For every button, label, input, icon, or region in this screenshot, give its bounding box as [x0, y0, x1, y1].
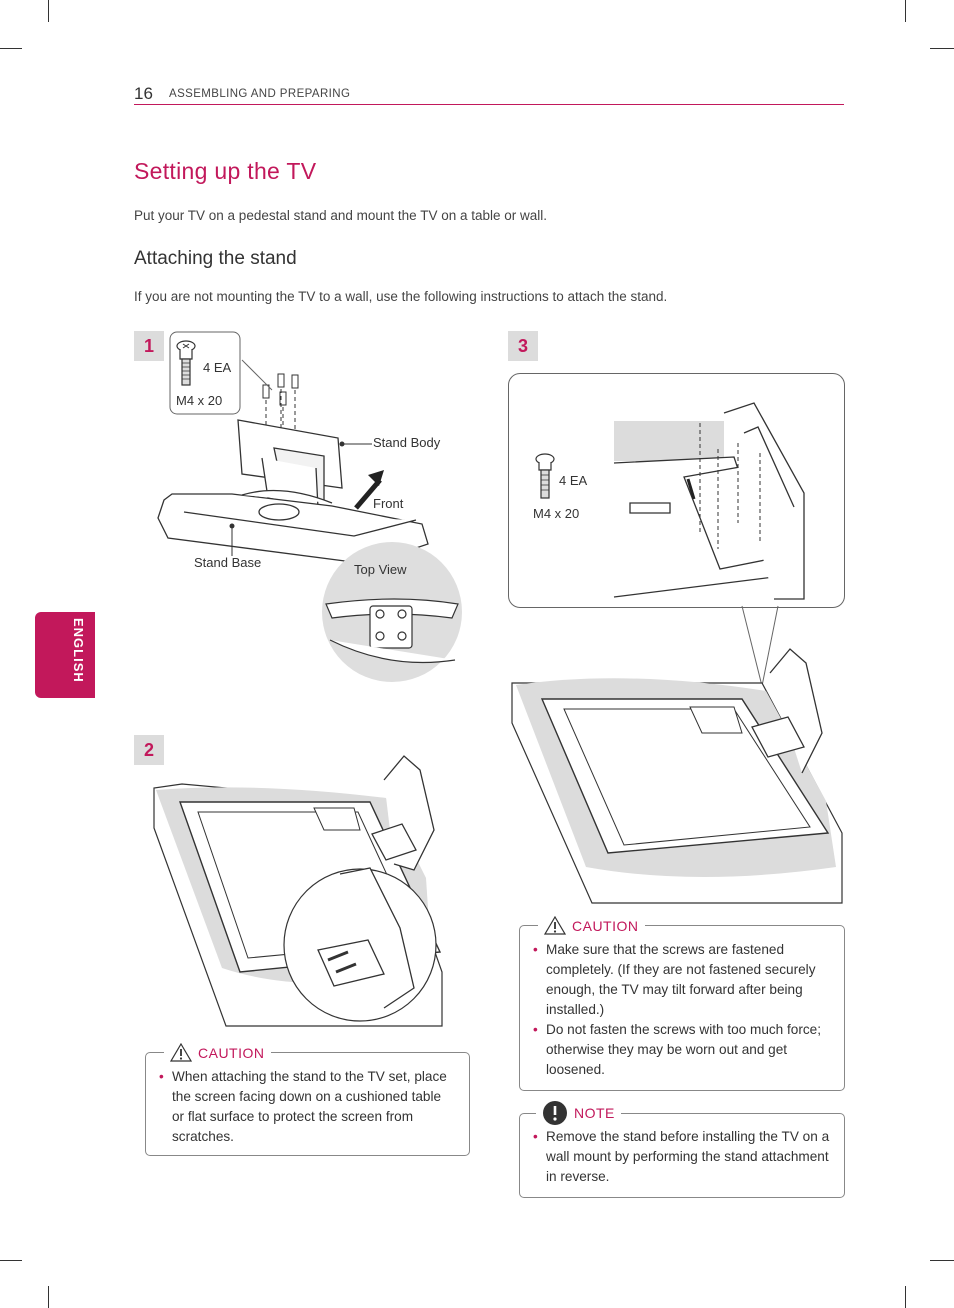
page-number: 16 — [134, 84, 153, 103]
crop-mark — [0, 48, 22, 49]
top-view-detail — [325, 598, 459, 664]
label-front: Front — [373, 496, 404, 511]
label-stand-base: Stand Base — [194, 555, 262, 570]
step-1-screw-size: M4 x 20 — [176, 393, 223, 408]
label-stand-body: Stand Body — [373, 435, 441, 450]
page-title: Setting up the TV — [134, 158, 317, 184]
step-2-number: 2 — [134, 735, 164, 765]
screw-icon — [535, 453, 555, 499]
step-3-screw-size: M4 x 20 — [533, 506, 580, 521]
front-arrow-head — [368, 470, 384, 486]
step-1-screw-qty: 4 EA — [203, 360, 232, 375]
crop-mark — [905, 1286, 906, 1308]
caution-box-left: CAUTION When attaching the stand to the … — [145, 1043, 470, 1156]
caution-right-item: Make sure that the screws are fastened c… — [520, 940, 830, 1020]
crop-mark — [0, 1260, 22, 1261]
step-3-screw-qty: 4 EA — [559, 473, 588, 488]
exclamation-icon — [543, 1101, 567, 1125]
stand-body-drawing — [237, 419, 343, 509]
caution-box-right: CAUTION Make sure that the screws are fa… — [519, 916, 845, 1091]
screw-icon — [176, 340, 196, 386]
intro-text: Put your TV on a pedestal stand and moun… — [134, 208, 548, 223]
caution-title-left: CAUTION — [164, 1043, 271, 1062]
note-label: NOTE — [574, 1105, 615, 1121]
language-tab — [35, 612, 95, 698]
caution-right-item: Do not fasten the screws with too much f… — [520, 1020, 830, 1080]
note-box: NOTE Remove the stand before installing … — [519, 1100, 845, 1198]
header-rule — [134, 104, 844, 105]
caution-left-item: When attaching the stand to the TV set, … — [146, 1067, 455, 1147]
step-3-illustration — [511, 402, 843, 904]
caution-title-right: CAUTION — [538, 916, 645, 935]
note-item: Remove the stand before installing the T… — [520, 1127, 830, 1187]
front-arrow — [354, 478, 382, 510]
warning-icon — [170, 1043, 192, 1062]
note-title: NOTE — [536, 1100, 621, 1126]
crop-mark — [905, 0, 906, 22]
step-3-number: 3 — [508, 331, 538, 361]
warning-icon — [544, 916, 566, 935]
stand-base-drawing — [157, 489, 429, 565]
crop-mark — [930, 48, 954, 49]
instruction-text: If you are not mounting the TV to a wall… — [134, 289, 668, 304]
caution-label-right: CAUTION — [572, 917, 639, 934]
step-2-illustration — [153, 755, 443, 1027]
crop-mark — [930, 1260, 954, 1261]
section-title: ASSEMBLING AND PREPARING — [169, 88, 351, 100]
step-1-number: 1 — [134, 331, 164, 361]
language-tab-label: ENGLISH — [71, 618, 86, 683]
crop-mark — [48, 1286, 49, 1308]
subsection-title: Attaching the stand — [134, 248, 297, 269]
label-top-view: Top View — [354, 562, 407, 577]
step-1-illustration — [157, 331, 462, 682]
caution-label-left: CAUTION — [198, 1044, 265, 1061]
crop-mark — [48, 0, 49, 22]
